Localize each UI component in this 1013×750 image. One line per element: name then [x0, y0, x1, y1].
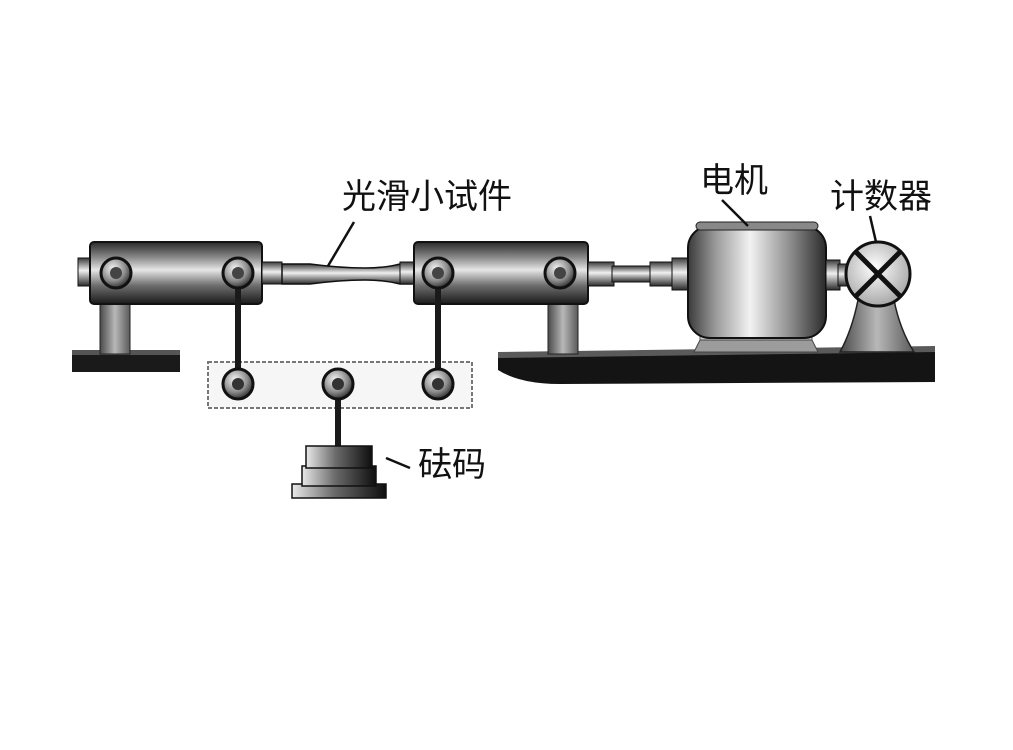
label-specimen: 光滑小试件 — [342, 177, 512, 217]
label-weight: 砝码 — [418, 445, 486, 485]
label-counter: 计数器 — [830, 177, 932, 217]
support-post-left — [99, 295, 131, 355]
label-motor: 电机 — [700, 161, 768, 201]
right-bearing-housing — [399, 241, 589, 305]
motor-body — [687, 221, 853, 353]
weight-stack — [291, 445, 387, 499]
bearing-knobs — [99, 256, 577, 290]
specimen-bar — [281, 263, 413, 285]
left-bearing-housing — [77, 241, 283, 305]
frame-knobs — [221, 367, 455, 401]
leader-lines — [326, 199, 878, 470]
motor-shaft — [587, 257, 691, 291]
counter-device — [838, 240, 916, 353]
